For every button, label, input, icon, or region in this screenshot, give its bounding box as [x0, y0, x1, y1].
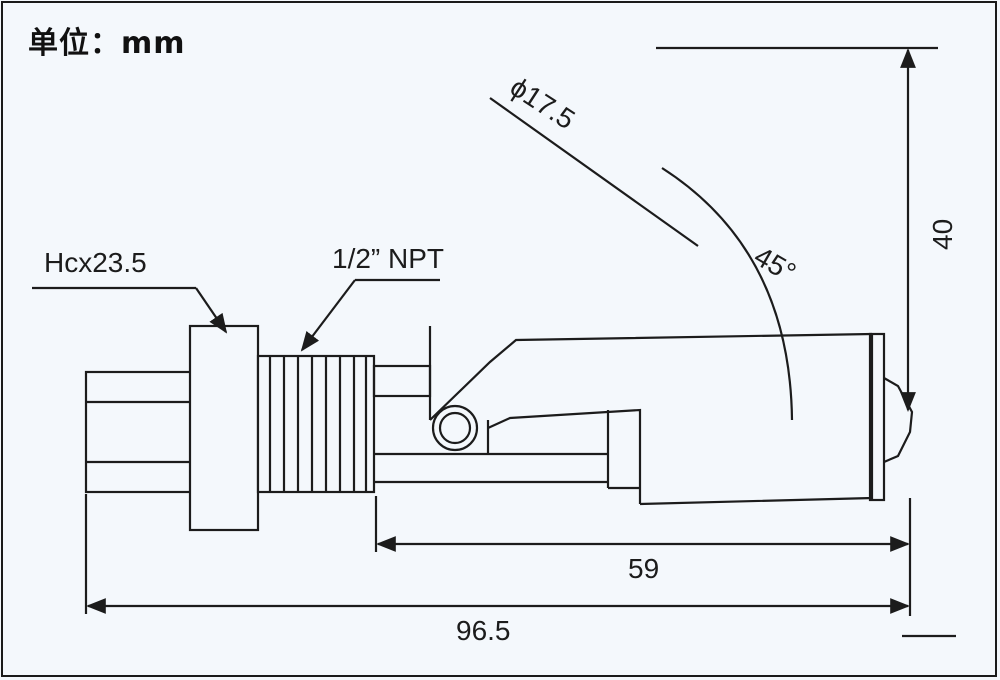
float-length-label: 59: [628, 553, 659, 584]
thread-label: 1/2” NPT: [332, 243, 444, 274]
thread-section: [256, 354, 376, 494]
hex-label: Hcx23.5: [44, 247, 147, 278]
hex-end-piece: [84, 370, 194, 494]
unit-label: 单位：mm: [28, 26, 186, 61]
pivot-arm: [429, 332, 873, 504]
hex-flange: [188, 324, 260, 532]
stem: [372, 326, 608, 484]
angle-arc: [661, 167, 794, 421]
diameter-label: ϕ17.5: [505, 71, 581, 135]
angle-label: 45°: [749, 240, 801, 288]
thread-leader-arrow: [300, 279, 356, 352]
diameter-leader: [489, 97, 699, 247]
float-body: [639, 332, 914, 506]
height-label: 40: [927, 219, 958, 250]
total-length-label: 96.5: [456, 615, 511, 646]
hex-leader-arrow: [195, 287, 228, 334]
